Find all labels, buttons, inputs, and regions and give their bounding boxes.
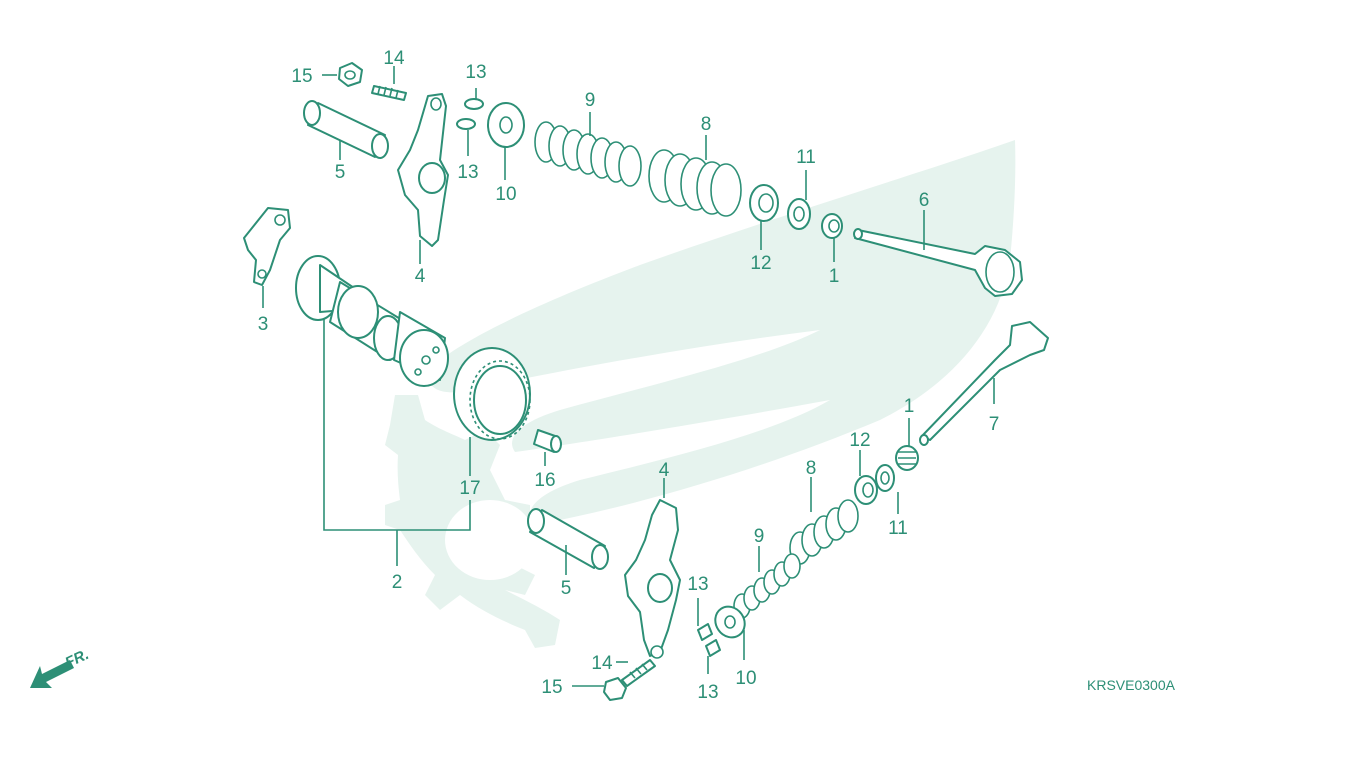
washer-11-top — [787, 198, 811, 230]
cotter-13-top-b — [456, 118, 476, 130]
cotter-13-top-a — [464, 98, 484, 110]
cotter-13-bottom-a — [697, 623, 713, 641]
rocker-arm-4-bottom — [624, 499, 681, 659]
outer-spring-8-top — [648, 149, 742, 217]
bracket-2 — [323, 318, 471, 566]
callout-11-top: 11 — [796, 147, 816, 168]
callout-13-bottom-upper: 13 — [687, 574, 708, 595]
retainer-10-top — [487, 102, 525, 148]
callout-12-top: 12 — [750, 253, 771, 274]
callout-5-bottom: 5 — [561, 578, 572, 599]
callout-2: 2 — [392, 572, 403, 593]
callout-11-bottom: 11 — [888, 518, 908, 539]
decomp-lever-3 — [243, 207, 291, 286]
callout-10-top: 10 — [495, 184, 516, 205]
callout-8-bottom: 8 — [806, 458, 817, 479]
callout-16: 16 — [534, 470, 555, 491]
inner-spring-9-bottom — [733, 553, 801, 619]
dowel-pin-16 — [533, 429, 562, 453]
watermark-gear-hole — [445, 500, 535, 580]
front-arrow-icon — [30, 660, 74, 688]
bearing-17 — [453, 347, 531, 441]
callout-10-bottom: 10 — [735, 668, 756, 689]
nut-15-top — [338, 62, 363, 87]
callout-7: 7 — [989, 414, 1000, 435]
callout-6: 6 — [919, 190, 930, 211]
inner-spring-9-top — [534, 121, 642, 187]
callout-5-top: 5 — [335, 162, 346, 183]
front-label: FR. — [63, 646, 92, 672]
rocker-shaft-5-top — [303, 100, 389, 159]
callout-12-bottom: 12 — [849, 430, 870, 451]
outer-spring-8-bottom — [789, 499, 859, 565]
stem-seal-1-bottom — [895, 445, 919, 471]
callout-13-top-upper: 13 — [465, 62, 486, 83]
nut-15-bottom — [603, 677, 627, 701]
callout-3: 3 — [258, 314, 269, 335]
callout-4-top: 4 — [415, 266, 426, 287]
callout-15-top: 15 — [291, 66, 312, 87]
valve-6-intake — [853, 228, 1023, 297]
callout-4-bottom: 4 — [659, 460, 670, 481]
cotter-13-bottom-b — [705, 639, 721, 657]
screw-14-top — [371, 85, 407, 101]
callout-1-top: 1 — [829, 266, 840, 287]
stem-seal-1-top — [821, 213, 843, 239]
rocker-arm-4-top — [397, 93, 449, 247]
callout-13-top-lower: 13 — [457, 162, 478, 183]
diagram-code: KRSVE0300A — [1087, 677, 1176, 693]
valve-7-exhaust — [919, 321, 1049, 446]
callout-9-bottom: 9 — [754, 526, 765, 547]
seal-12-top — [749, 184, 779, 222]
retainer-10-bottom — [714, 605, 746, 639]
callout-8-top: 8 — [701, 114, 712, 135]
callout-15-bottom: 15 — [541, 677, 562, 698]
rocker-shaft-5-bottom — [527, 508, 609, 570]
callout-14-top: 14 — [383, 48, 405, 69]
callout-14-bottom: 14 — [591, 653, 613, 674]
callout-13-bottom-lower: 13 — [697, 682, 718, 703]
front-direction-marker: FR. — [30, 646, 92, 688]
screw-14-bottom — [621, 659, 656, 687]
washer-11-bottom — [875, 464, 895, 492]
callout-9-top: 9 — [585, 90, 596, 111]
callout-17: 17 — [459, 478, 480, 499]
callout-1-bottom: 1 — [904, 396, 915, 417]
camshaft-2 — [295, 255, 449, 387]
seal-12-bottom — [854, 475, 878, 505]
